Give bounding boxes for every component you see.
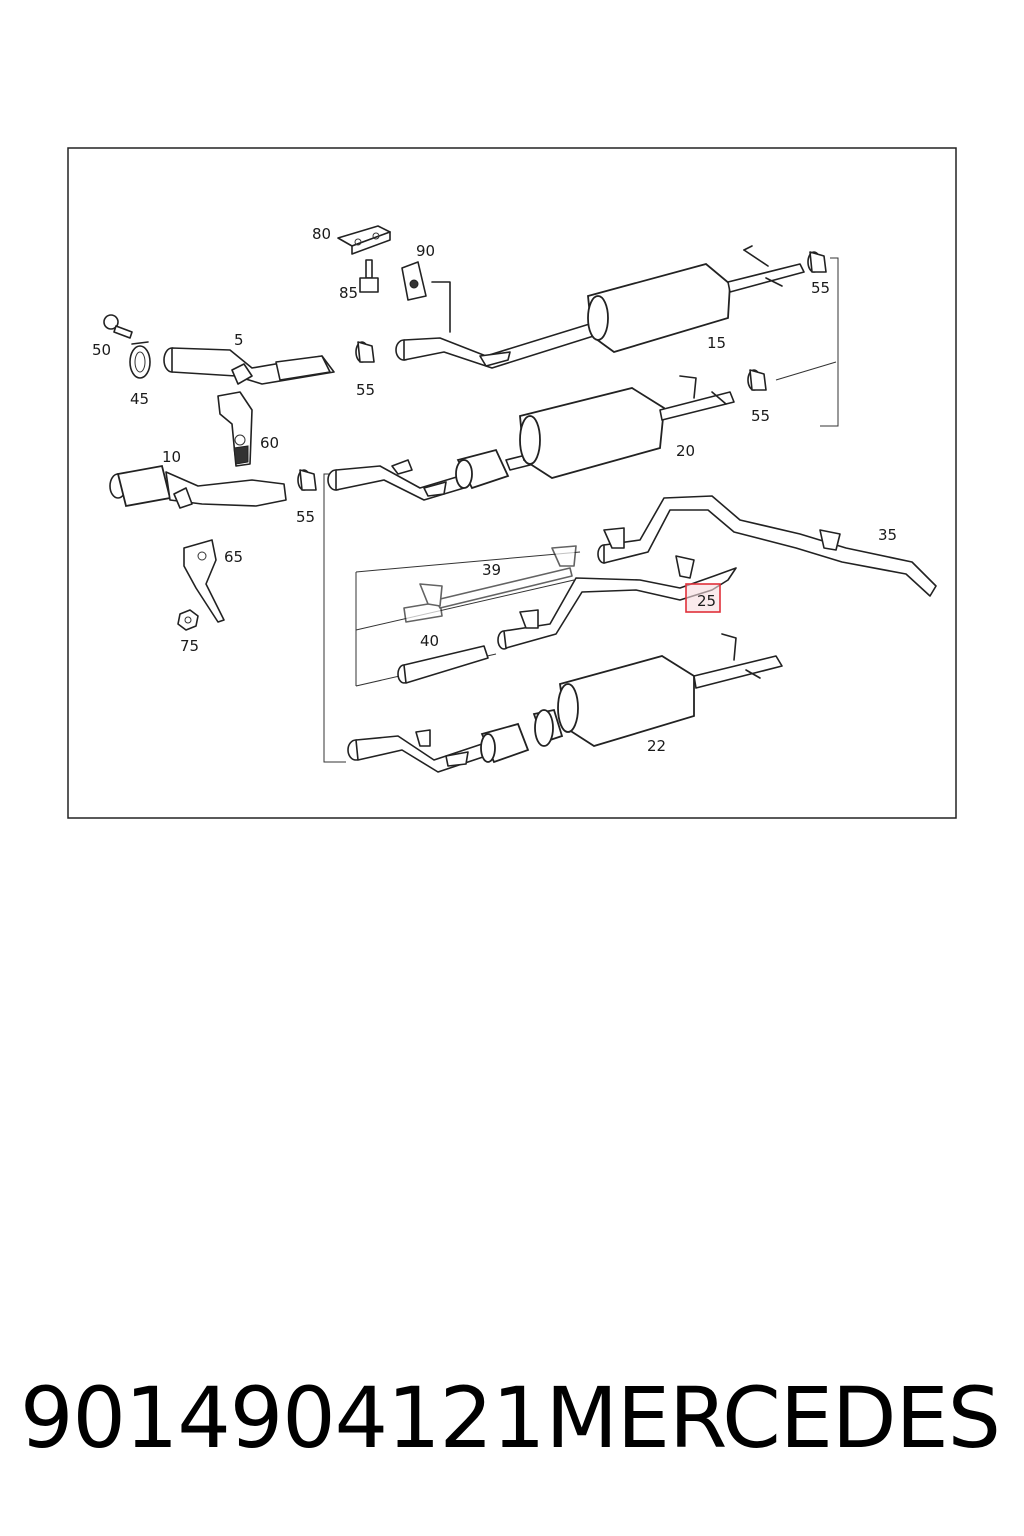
- part-label-22: 22: [647, 737, 666, 755]
- part-label-15: 15: [707, 334, 726, 352]
- part-85-bolt: [359, 259, 379, 293]
- part-label-55b: 55: [811, 279, 830, 297]
- part-label-55c: 55: [751, 407, 770, 425]
- part-35-tailpipe: [597, 495, 937, 597]
- part-75-nut: [177, 609, 199, 631]
- part-label-39: 39: [482, 561, 501, 579]
- part-label-5: 5: [234, 331, 244, 349]
- part-55-clamp-b: [807, 251, 827, 273]
- part-label-90: 90: [416, 242, 435, 260]
- part-label-85: 85: [339, 284, 358, 302]
- part-label-10: 10: [162, 448, 181, 466]
- part-label-35: 35: [878, 526, 897, 544]
- part-25-pipe: [497, 555, 737, 650]
- part-20-muffler-assembly: [327, 375, 735, 501]
- part-5-front-pipe: [163, 347, 335, 385]
- caption-bar: 9014904121 MERCEDES: [0, 1368, 1024, 1468]
- part-label-40: 40: [420, 632, 439, 650]
- part-45-clamp: [129, 341, 151, 379]
- part-label-65: 65: [224, 548, 243, 566]
- part-15-muffler-assembly: [395, 245, 805, 369]
- part-label-25: 25: [697, 592, 716, 610]
- part-40-pipe: [397, 645, 489, 684]
- highlight-box-25: [685, 583, 721, 613]
- part-55-clamp-a: [355, 341, 375, 363]
- part-label-55d: 55: [296, 508, 315, 526]
- part-50-bolt: [103, 314, 133, 339]
- part-80-bracket: [337, 225, 391, 255]
- part-label-75: 75: [180, 637, 199, 655]
- part-55-clamp-c: [747, 369, 767, 391]
- part-39-pipe: [403, 545, 577, 623]
- part-65-bracket: [183, 539, 225, 623]
- exhaust-system-diagram: 80 90 85 55 50 5 15 45 55 55 60 20 10 55 35 39 65 25 40 75 2…: [67, 147, 957, 819]
- part-10-catalytic-pipe: [109, 464, 287, 509]
- part-label-55a: 55: [356, 381, 375, 399]
- part-label-80: 80: [312, 225, 331, 243]
- part-label-50: 50: [92, 341, 111, 359]
- part-60-bracket: [217, 391, 253, 467]
- part-label-45: 45: [130, 390, 149, 408]
- part-label-60: 60: [260, 434, 279, 452]
- part-labels: 80 90 85 55 50 5 15 45 55 55 60 20 10 55 35 39 65 25 40 75 2…: [92, 225, 897, 755]
- diagram-frame: [67, 147, 957, 819]
- part-number: 9014904121: [20, 1369, 545, 1467]
- brand-name: MERCEDES: [545, 1369, 1001, 1467]
- part-label-20: 20: [676, 442, 695, 460]
- part-55-clamp-d: [297, 469, 317, 491]
- part-90-rubber-mount: [401, 261, 427, 301]
- part-22-muffler-assembly: [347, 633, 783, 773]
